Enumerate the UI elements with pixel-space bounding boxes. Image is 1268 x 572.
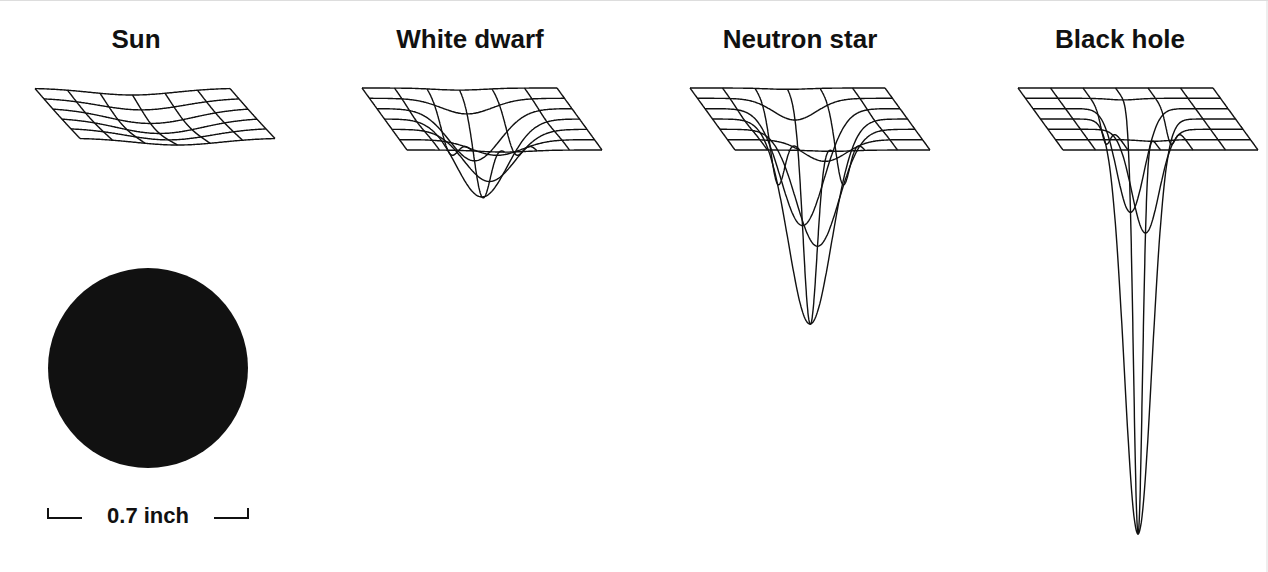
object-title: Neutron star <box>723 26 878 52</box>
frame-edge <box>0 0 1268 1</box>
grid-line <box>1033 109 1228 213</box>
grid-line <box>400 140 595 156</box>
grid-line <box>1063 149 1258 150</box>
grid-line <box>62 119 257 133</box>
grid-line <box>735 150 930 151</box>
grid-line <box>1056 140 1251 142</box>
grid-line <box>690 88 885 89</box>
object-title: Black hole <box>1055 26 1185 52</box>
grid-line <box>362 88 557 90</box>
grid-line <box>1018 87 1213 88</box>
grid-line <box>35 89 80 139</box>
object-title: White dwarf <box>396 26 543 52</box>
grid-line <box>385 119 580 197</box>
grid-group <box>35 88 1258 534</box>
grid-line <box>80 139 275 146</box>
grid-line <box>788 89 833 324</box>
grid-line <box>392 129 587 181</box>
grid-line <box>1041 119 1236 534</box>
sun-disc <box>48 268 248 468</box>
grid-line <box>1048 129 1243 233</box>
grid-line <box>35 89 230 96</box>
grid-line <box>71 129 266 140</box>
grid-line <box>720 129 915 246</box>
grid-line <box>1026 98 1221 100</box>
grid-line <box>44 99 239 110</box>
grid-line <box>407 150 602 152</box>
scale-label: 0.7 inch <box>107 505 189 527</box>
object-title: Sun <box>111 26 160 52</box>
frame-edge <box>1267 0 1268 572</box>
grid-line <box>100 93 145 143</box>
grid-line <box>705 109 900 226</box>
